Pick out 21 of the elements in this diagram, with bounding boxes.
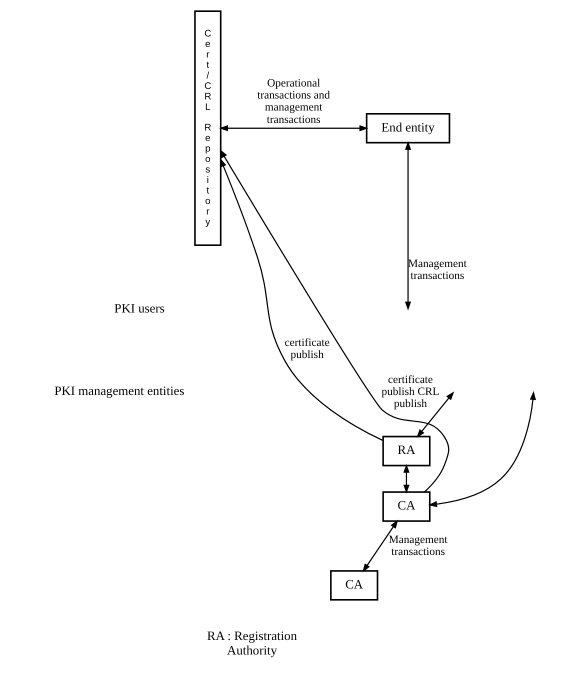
edge-label: certificate publish CRL publish — [382, 374, 440, 410]
node-box: CA — [330, 570, 378, 601]
arrow — [220, 158, 384, 441]
edge-label: Operational transactions and management transactions — [257, 78, 330, 126]
arrow — [404, 141, 412, 310]
edge-label: Management transactions — [388, 534, 448, 558]
edge-label: certificate publish — [284, 336, 330, 361]
arrow — [403, 464, 410, 494]
node-box: RA — [382, 436, 431, 466]
label: PKI users — [114, 302, 165, 316]
edge-label: Management transactions — [408, 258, 467, 282]
arrow — [428, 391, 536, 508]
node-box: CA — [382, 491, 431, 522]
node-box: Cert/CRL Repository — [194, 10, 222, 246]
arrow — [416, 391, 454, 438]
node-box: End entity — [366, 112, 450, 144]
label: PKI management entities — [54, 384, 184, 398]
arrow — [219, 125, 368, 132]
arrow — [362, 520, 398, 572]
arrow — [220, 149, 450, 492]
label: RA : Registration Authority — [207, 628, 298, 658]
